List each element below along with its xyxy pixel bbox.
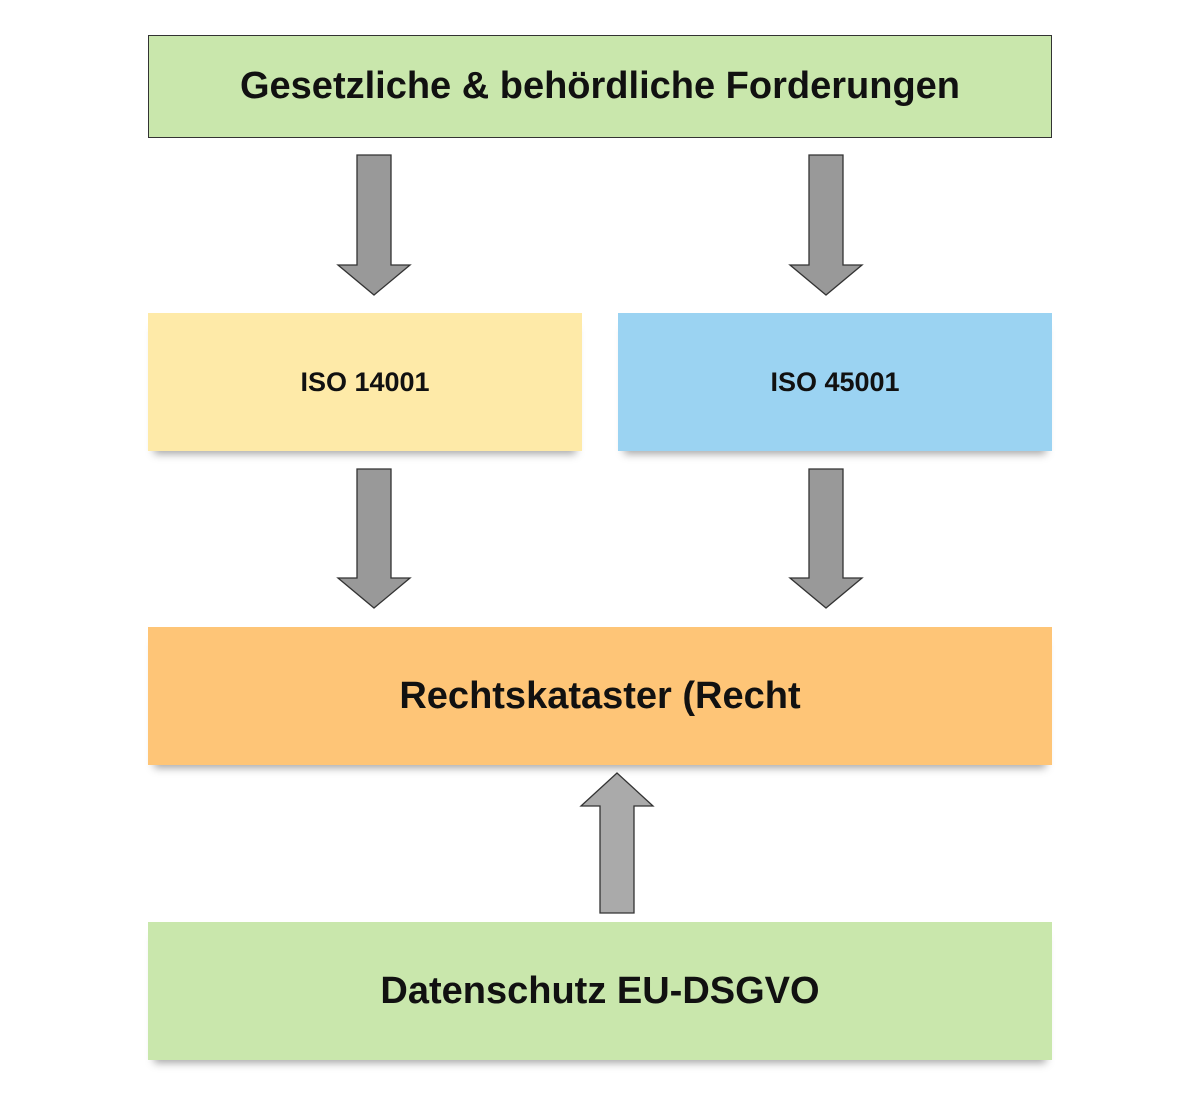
iso-14001-box: ISO 14001 bbox=[148, 313, 582, 451]
arrow-down-icon bbox=[336, 154, 412, 296]
legal-requirements-label: Gesetzliche & behördliche Forderungen bbox=[239, 65, 960, 107]
iso-45001-label: ISO 45001 bbox=[770, 366, 900, 397]
arrow-up-icon bbox=[579, 772, 655, 914]
legal-requirements-box: Gesetzliche & behördliche Forderungen bbox=[148, 35, 1052, 138]
legal-register-label: Rechtskataster (Recht bbox=[399, 674, 801, 717]
arrow-down-icon bbox=[336, 468, 412, 609]
iso-45001-box: ISO 45001 bbox=[618, 313, 1052, 451]
arrow-down-icon bbox=[788, 468, 864, 609]
data-protection-box: Datenschutz EU-DSGVO bbox=[148, 922, 1052, 1060]
data-protection-label: Datenschutz EU-DSGVO bbox=[380, 969, 820, 1012]
iso-14001-label: ISO 14001 bbox=[300, 366, 430, 397]
legal-register-box: Rechtskataster (Recht bbox=[148, 627, 1052, 765]
arrow-down-icon bbox=[788, 154, 864, 296]
